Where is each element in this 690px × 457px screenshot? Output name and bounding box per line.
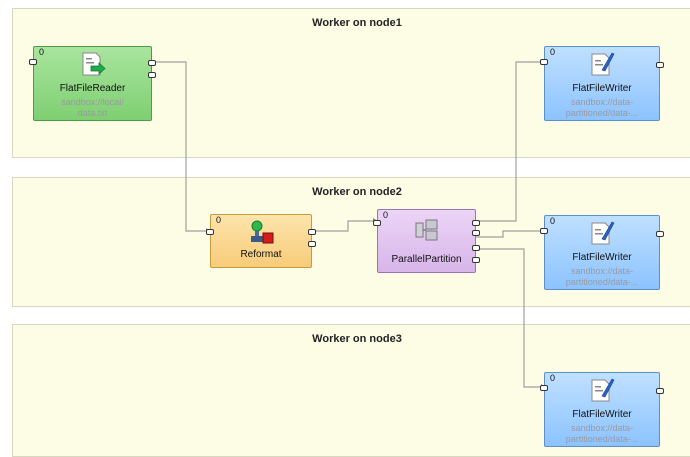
component-name: Reformat: [240, 249, 282, 260]
output-port[interactable]: [656, 62, 664, 68]
component-index: 0: [550, 373, 556, 383]
phase-title: Worker on node1: [312, 17, 402, 29]
input-port[interactable]: [373, 220, 381, 226]
file-writer-icon: [591, 378, 615, 402]
output-port[interactable]: [472, 257, 480, 263]
component-name: ParallelPartition: [391, 254, 462, 265]
edge-partition-writer1: [476, 61, 541, 222]
component-name: FlatFileWriter: [572, 252, 632, 263]
component-index: 0: [39, 47, 45, 57]
file-writer-icon: [591, 52, 615, 76]
component-flat-file-reader[interactable]: 0 FlatFileReader sandbox://local/ data.t…: [29, 46, 156, 121]
input-port[interactable]: [29, 59, 37, 65]
file-reader-icon: [82, 52, 106, 76]
component-flat-file-writer[interactable]: 0 FlatFileWriter sandbox://data- partiti…: [540, 215, 664, 290]
output-port[interactable]: [308, 229, 316, 235]
component-flat-file-writer[interactable]: 0 FlatFileWriter sandbox://data- partiti…: [540, 372, 664, 447]
edge-reader-reformat: [152, 61, 206, 232]
component-name: FlatFileWriter: [572, 83, 632, 94]
component-reformat[interactable]: 0 Reformat: [206, 214, 316, 268]
component-file-url: data.txt: [77, 108, 108, 118]
component-index: 0: [383, 210, 389, 220]
input-port[interactable]: [540, 228, 548, 234]
component-file-url: sandbox://local/: [61, 97, 124, 107]
input-port[interactable]: [540, 385, 548, 391]
component-file-url: sandbox://data-: [570, 97, 634, 107]
component-index: 0: [216, 215, 222, 225]
phase-title: Worker on node3: [312, 333, 402, 345]
component-name: FlatFileWriter: [572, 409, 632, 420]
input-port[interactable]: [540, 59, 548, 65]
partition-icon: [415, 219, 437, 241]
output-port[interactable]: [472, 220, 480, 226]
output-port[interactable]: [472, 245, 480, 251]
reformat-icon: [251, 220, 274, 244]
component-file-url: sandbox://data-: [570, 266, 634, 276]
file-writer-icon: [591, 221, 615, 245]
component-index: 0: [550, 47, 556, 57]
edge-partition-writer3: [476, 248, 541, 388]
output-port[interactable]: [308, 241, 316, 247]
component-file-url: partitioned/data-...: [565, 277, 639, 287]
output-port[interactable]: [472, 230, 480, 236]
component-name: FlatFileReader: [59, 83, 126, 94]
edge-reformat-partition: [313, 220, 373, 232]
output-port[interactable]: [656, 388, 664, 394]
component-parallel-partition[interactable]: 0 ParallelPartition: [373, 209, 480, 273]
component-file-url: sandbox://data-: [570, 423, 634, 433]
phase-title: Worker on node2: [312, 186, 402, 198]
output-port[interactable]: [148, 72, 156, 78]
component-file-url: partitioned/data-...: [565, 108, 639, 118]
component-flat-file-writer[interactable]: 0 FlatFileWriter sandbox://data- partiti…: [540, 46, 664, 121]
component-file-url: partitioned/data-...: [565, 434, 639, 444]
output-port[interactable]: [148, 60, 156, 66]
component-index: 0: [550, 216, 556, 226]
edge-partition-writer2: [476, 230, 541, 238]
input-port[interactable]: [206, 229, 214, 235]
output-port[interactable]: [656, 231, 664, 237]
